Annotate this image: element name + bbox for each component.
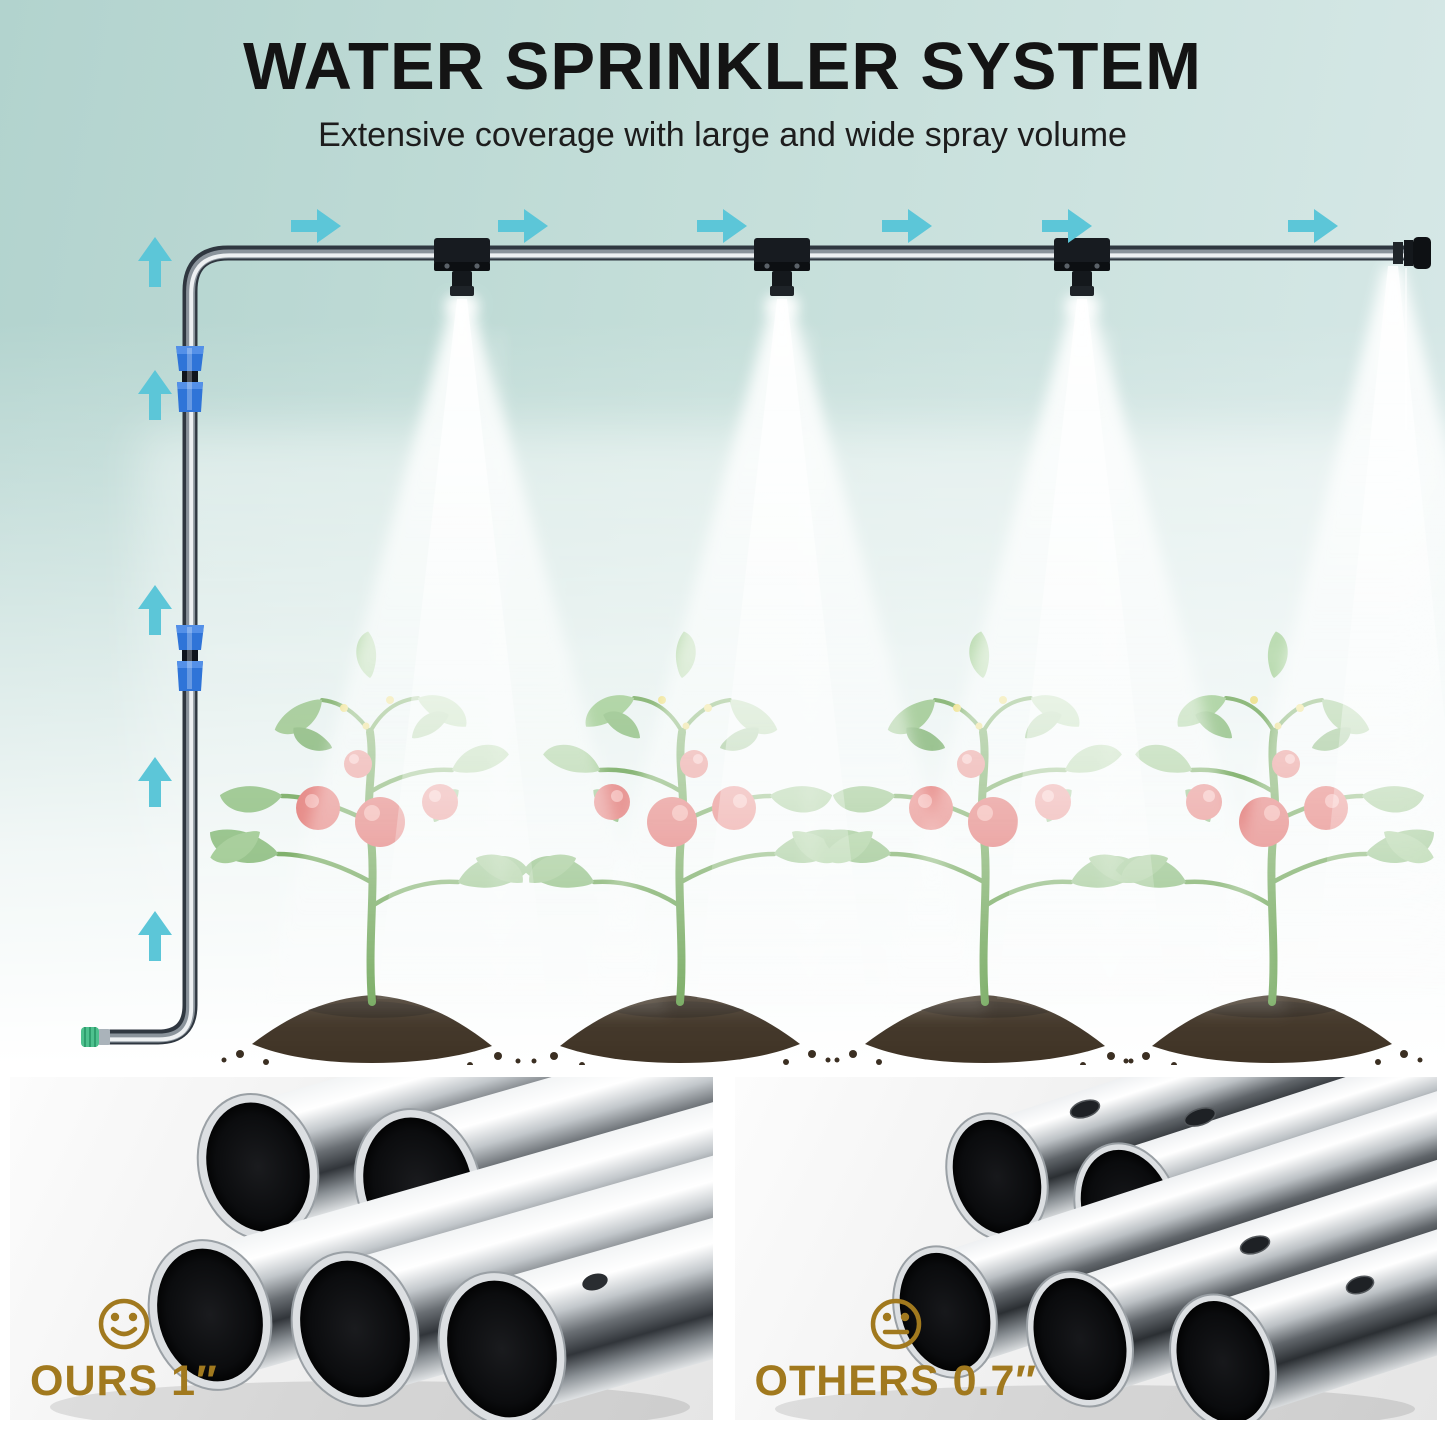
others-label: OTHERS 0.7″ [754, 1357, 1038, 1405]
mist-nozzle [1054, 238, 1110, 296]
mist-spray [140, 266, 1445, 1030]
sprinkler-diagram [81, 209, 1445, 1065]
flow-arrow-right-icon [1042, 209, 1092, 243]
page-title: WATER SPRINKLER SYSTEM [243, 29, 1202, 104]
flow-arrow-right-icon [291, 209, 341, 243]
blue-coupler [176, 346, 204, 412]
comparison-section: OURS 1″ [0, 1065, 1445, 1429]
comparison-panel-ours: OURS 1″ [10, 1077, 713, 1420]
flow-arrow-up-icon [138, 237, 172, 287]
pipes-photo-ours [50, 1077, 713, 1420]
hero-section: WATER SPRINKLER SYSTEM Extensive coverag… [0, 0, 1445, 1065]
pipe-end-cap [1393, 237, 1431, 269]
water-inlet-fitting [81, 1027, 110, 1047]
smiley-face-icon [98, 1298, 150, 1350]
mist-cone [1198, 266, 1445, 1011]
mist-nozzle [434, 238, 490, 296]
pipe-bundle-small [891, 1077, 1437, 1420]
comparison-panel-others: OTHERS 0.7″ [734, 1077, 1437, 1420]
pipes-photo-others [774, 1077, 1437, 1420]
flow-arrow-right-icon [882, 209, 932, 243]
flow-arrow-up-icon [138, 370, 172, 420]
flow-arrow-right-icon [498, 209, 548, 243]
mist-nozzle [754, 238, 810, 296]
neutral-face-icon [870, 1298, 921, 1350]
sprinkler-pipe [107, 245, 1412, 1045]
flow-arrow-right-icon [1288, 209, 1338, 243]
pipe-bundle-large [147, 1077, 713, 1420]
subtitle: Extensive coverage with large and wide s… [318, 116, 1127, 154]
ours-badge: OURS 1″ [30, 1295, 218, 1406]
ours-label: OURS 1″ [30, 1357, 218, 1405]
flow-arrow-right-icon [697, 209, 747, 243]
others-badge: OTHERS 0.7″ [755, 1295, 1038, 1406]
